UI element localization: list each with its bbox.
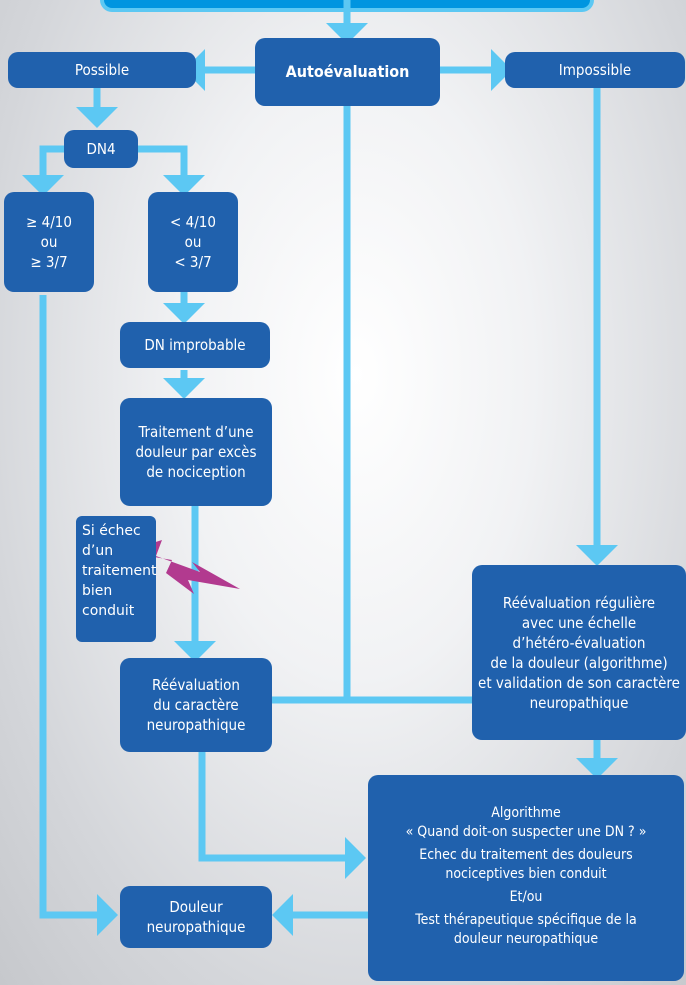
dn-improbable-box: DN improbable bbox=[120, 322, 270, 368]
impossible-label: Impossible bbox=[558, 61, 632, 79]
algorithme-question: « Quand doit-on suspecter une DN ? » bbox=[405, 823, 647, 840]
reevaluation-caractere-box: Réévaluation du caractère neuropathique bbox=[120, 658, 272, 752]
reevaluation-caractere-line-2: du caractère bbox=[153, 696, 239, 714]
echec-line-1: Si échec bbox=[82, 523, 141, 539]
reevaluation-reguliere-line-5: et validation de son caractère bbox=[478, 673, 680, 692]
algorithme-title: Algorithme bbox=[491, 804, 561, 821]
possible-label: Possible bbox=[74, 61, 130, 79]
dn4-positive-box: ≥ 4/10 ou ≥ 3/7 bbox=[4, 192, 94, 292]
dn4-box: DN4 bbox=[64, 130, 138, 168]
arrow-dn4-right bbox=[138, 145, 205, 196]
arrow-left-to-douleur bbox=[39, 295, 118, 936]
echec-line-3: traitement bbox=[82, 563, 157, 579]
dn4-positive-line-1: ≥ 4/10 bbox=[26, 213, 72, 231]
traitement-box: Traitement d’une douleur par excès de no… bbox=[120, 398, 272, 506]
reevaluation-reguliere-line-4: de la douleur (algorithme) bbox=[490, 653, 668, 672]
algorithme-echec-line-1: Echec du traitement des douleurs bbox=[419, 846, 633, 863]
autoevaluation-label: Autoévaluation bbox=[285, 62, 410, 81]
traitement-line-1: Traitement d’une bbox=[138, 423, 254, 441]
arrow-reeval-to-algorithme bbox=[198, 752, 366, 879]
dn4-positive-line-3: ≥ 3/7 bbox=[30, 253, 68, 271]
reevaluation-caractere-line-3: neuropathique bbox=[146, 716, 246, 734]
possible-box: Possible bbox=[8, 52, 196, 88]
douleur-line-2: neuropathique bbox=[146, 918, 246, 936]
echec-line-4: bien bbox=[82, 583, 113, 599]
echec-line-2: d’un bbox=[82, 543, 114, 559]
arrow-dn4-left bbox=[22, 145, 64, 196]
autoevaluation-box: Autoévaluation bbox=[255, 38, 440, 106]
reevaluation-reguliere-box: Réévaluation régulière avec une échelle … bbox=[472, 565, 686, 740]
reevaluation-reguliere-line-2: avec une échelle bbox=[521, 613, 637, 632]
impossible-box: Impossible bbox=[505, 52, 685, 88]
dn-improbable-label: DN improbable bbox=[144, 336, 246, 354]
algorithme-box: Algorithme « Quand doit-on suspecter une… bbox=[368, 775, 684, 981]
dn4-negative-line-3: < 3/7 bbox=[174, 253, 212, 271]
algorithme-echec-line-2: nociceptives bien conduit bbox=[445, 865, 607, 882]
traitement-line-3: de nociception bbox=[146, 463, 246, 481]
dn4-negative-line-2: ou bbox=[184, 233, 202, 251]
dn4-label: DN4 bbox=[86, 140, 116, 158]
reevaluation-reguliere-line-1: Réévaluation régulière bbox=[502, 593, 656, 612]
echec-note: Si échec d’un traitement bien conduit bbox=[76, 516, 156, 642]
reevaluation-caractere-line-1: Réévaluation bbox=[152, 676, 240, 694]
algorithme-test-line-1: Test thérapeutique spécifique de la bbox=[415, 911, 637, 928]
echec-line-5: conduit bbox=[82, 603, 135, 619]
dn4-negative-box: < 4/10 ou < 3/7 bbox=[148, 192, 238, 292]
douleur-line-1: Douleur bbox=[169, 898, 223, 916]
reevaluation-reguliere-line-3: d’hétéro-évaluation bbox=[512, 633, 646, 652]
algorithme-etou: Et/ou bbox=[509, 888, 543, 905]
traitement-line-2: douleur par excès bbox=[135, 443, 257, 461]
algorithme-test-line-2: douleur neuropathique bbox=[453, 930, 599, 947]
douleur-neuropathique-box: Douleur neuropathique bbox=[120, 886, 272, 948]
reevaluation-reguliere-line-6: neuropathique bbox=[529, 693, 629, 712]
dn4-positive-line-2: ou bbox=[40, 233, 58, 251]
dn4-negative-line-1: < 4/10 bbox=[170, 213, 216, 231]
